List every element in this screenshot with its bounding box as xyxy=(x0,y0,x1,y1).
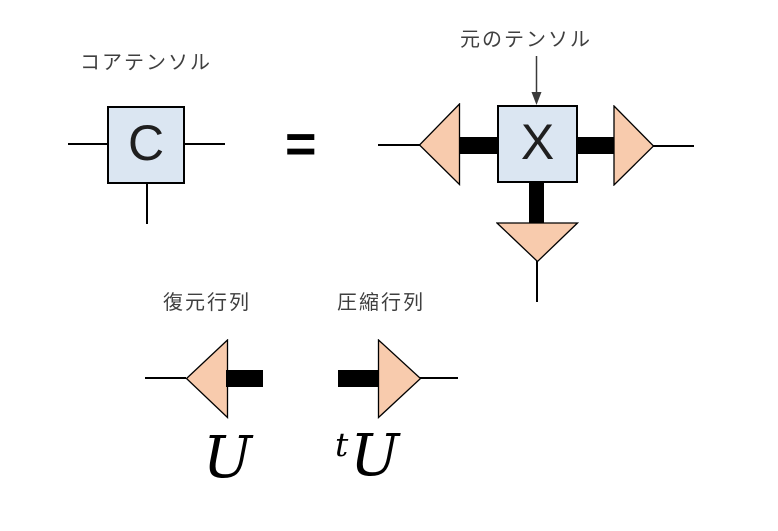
compress-triangle xyxy=(377,339,422,419)
core-tensor-node: C xyxy=(107,106,185,184)
equals-sign: = xyxy=(285,114,317,174)
compress-bond-bar xyxy=(338,370,380,387)
restore-bond-bar xyxy=(226,370,263,387)
core-left-leg-line xyxy=(68,143,107,145)
x-left-bond-bar xyxy=(459,137,499,154)
core-tensor-label: コアテンソル xyxy=(80,52,212,74)
core-tensor-symbol: C xyxy=(127,115,165,171)
x-right-leg-line xyxy=(653,145,694,147)
x-bottom-triangle xyxy=(496,222,579,263)
x-right-bond-bar xyxy=(576,137,614,154)
compress-matrix-label: 圧縮行列 xyxy=(337,292,425,314)
original-tensor-symbol: X xyxy=(520,114,555,170)
transpose-superscript: t xyxy=(335,425,349,464)
x-right-triangle xyxy=(613,105,655,186)
restore-matrix-symbol: U xyxy=(203,423,252,491)
x-left-triangle xyxy=(418,103,461,186)
compress-matrix-symbol: t U xyxy=(335,421,400,489)
restore-leg-line xyxy=(145,377,186,379)
x-left-leg-line xyxy=(378,144,420,146)
annotation-arrow-icon xyxy=(531,56,542,105)
original-tensor-node: X xyxy=(497,105,578,183)
compress-leg-line xyxy=(420,377,458,379)
original-tensor-label: 元のテンソル xyxy=(460,29,592,51)
x-bottom-leg-line xyxy=(536,261,538,302)
core-right-leg-line xyxy=(185,143,225,145)
restore-triangle xyxy=(185,339,229,419)
x-bottom-bond-bar xyxy=(529,182,544,223)
core-bottom-leg-line xyxy=(146,184,148,224)
restore-matrix-label: 復元行列 xyxy=(163,292,251,314)
